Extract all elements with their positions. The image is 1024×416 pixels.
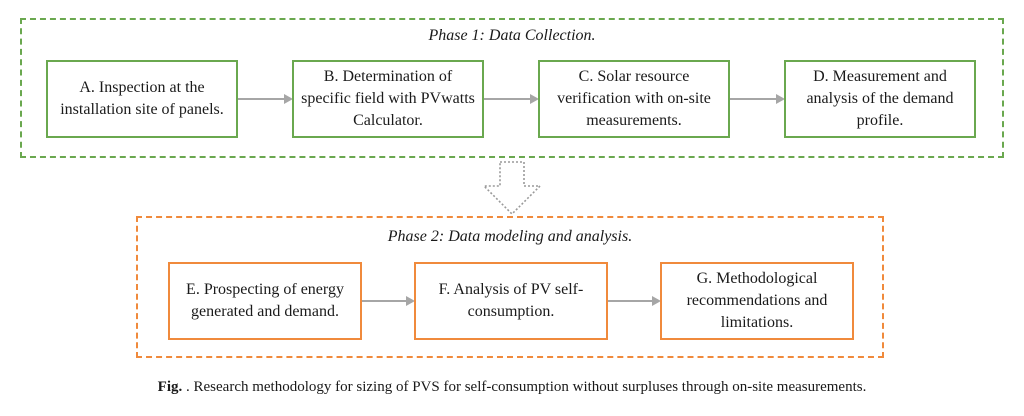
step-a-label: A. Inspection at the installation site o… <box>60 79 224 118</box>
arrow-e-f <box>362 300 406 302</box>
phase-transition-down-arrow-icon <box>482 161 542 216</box>
step-c-box: C. Solar resource verification with on-s… <box>538 60 730 138</box>
figure-caption-text: . Research methodology for sizing of PVS… <box>186 379 867 395</box>
phase1-frame: Phase 1: Data Collection. A. Inspection … <box>20 18 1004 158</box>
figure-caption: Fig. . Research methodology for sizing o… <box>0 378 1024 396</box>
arrow-c-d-head <box>776 94 785 104</box>
step-b-box: B. Determination of specific field with … <box>292 60 484 138</box>
step-g-label: G. Methodological recommendations and li… <box>686 270 828 331</box>
step-g-box: G. Methodological recommendations and li… <box>660 262 854 340</box>
step-d-label: D. Measurement and analysis of the deman… <box>806 68 954 129</box>
step-c-label: C. Solar resource verification with on-s… <box>557 68 711 129</box>
step-b-label: B. Determination of specific field with … <box>301 68 475 129</box>
phase2-frame: Phase 2: Data modeling and analysis. E. … <box>136 216 884 358</box>
arrow-a-b-head <box>284 94 293 104</box>
step-f-box: F. Analysis of PV self-consumption. <box>414 262 608 340</box>
figure-caption-prefix: Fig. <box>157 379 187 395</box>
phase2-title: Phase 2: Data modeling and analysis. <box>387 228 633 245</box>
step-f-label: F. Analysis of PV self-consumption. <box>438 281 584 320</box>
arrow-c-d <box>730 98 776 100</box>
arrow-f-g-head <box>652 296 661 306</box>
step-e-box: E. Prospecting of energy generated and d… <box>168 262 362 340</box>
arrow-a-b <box>238 98 284 100</box>
arrow-b-c-head <box>530 94 539 104</box>
step-d-box: D. Measurement and analysis of the deman… <box>784 60 976 138</box>
phase1-title: Phase 1: Data Collection. <box>428 27 596 44</box>
step-a-box: A. Inspection at the installation site o… <box>46 60 238 138</box>
arrow-f-g <box>608 300 652 302</box>
arrow-e-f-head <box>406 296 415 306</box>
step-e-label: E. Prospecting of energy generated and d… <box>186 281 344 320</box>
arrow-b-c <box>484 98 530 100</box>
